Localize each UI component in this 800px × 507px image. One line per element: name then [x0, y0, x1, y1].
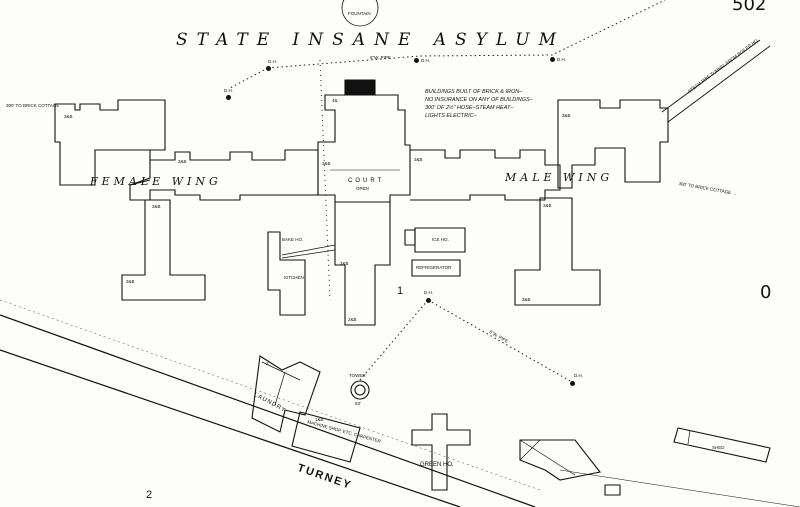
female-wing-label: FEMALE WING	[90, 175, 222, 188]
story-label: 2	[266, 361, 269, 366]
fountain-circle	[341, 0, 379, 27]
story-label: 3&B	[152, 204, 161, 209]
male-wing-link	[410, 149, 561, 201]
water-pipe-south	[427, 299, 573, 383]
story-label: 3&B	[522, 297, 531, 302]
refrigerator-building	[411, 259, 461, 277]
hydrant-label: D.H.	[574, 373, 583, 378]
laundry-building	[251, 355, 321, 433]
male-wing-lower	[514, 197, 601, 306]
story-label: 3&B	[126, 279, 135, 284]
bake-house-label: BAKE HO.	[282, 237, 304, 242]
hydrant-dot	[266, 66, 271, 71]
story-label: 2&B	[348, 317, 357, 322]
story-label: 3&B	[543, 203, 552, 208]
machine-shop-building	[291, 411, 361, 463]
map-title: STATE INSANE ASYLUM	[176, 30, 565, 50]
right-edge-label: 0	[760, 282, 772, 303]
hydrant-label: D.H.	[421, 58, 430, 63]
tower-label: TOWER	[349, 373, 366, 378]
hydrant-dot	[426, 298, 431, 303]
turney-street-lower	[0, 299, 541, 491]
ice-house-label: ICE HO.	[432, 237, 449, 242]
fountain-label: FOUNTAIN	[348, 11, 371, 16]
hydrant-label: D.H.	[557, 57, 566, 62]
female-wing-end-building	[54, 99, 166, 186]
male-wing-end-building	[557, 99, 669, 189]
outbuilding-cluster	[519, 439, 601, 481]
kitchen-label: KITCHEN	[284, 275, 304, 280]
shed-label: SHED	[712, 445, 725, 450]
hydrant-dot	[570, 381, 575, 386]
greenhouse-building	[411, 413, 471, 491]
center-lower-building	[334, 201, 391, 326]
story-label: 3&B	[178, 159, 187, 164]
story-label: 3&B	[562, 113, 571, 118]
male-wing-label: MALE WING	[505, 171, 614, 184]
hydrant-dot	[550, 57, 555, 62]
construction-note: BUILDINGS BUILT OF BRICK & IRON– NO INSU…	[425, 89, 533, 119]
tower-height-label: 83'	[355, 401, 361, 406]
shed-building	[673, 427, 771, 463]
hydrant-label: D.H.	[224, 88, 233, 93]
page-number: 502	[732, 0, 767, 15]
hydrant-dot	[414, 58, 419, 63]
story-label: 3&B	[322, 161, 331, 166]
center-building	[317, 94, 411, 203]
hydrant-label: D.H.	[268, 59, 277, 64]
turney-street-edge	[0, 314, 536, 507]
brick-cottage-left-label: 300' TO BRICK COTTAGE	[6, 103, 60, 108]
water-pipe-north	[267, 0, 666, 69]
hydrant-dot	[226, 95, 231, 100]
story-label: 3&B	[64, 114, 73, 119]
female-wing-lower	[121, 199, 206, 301]
story-label: 4&	[332, 98, 338, 103]
pipe-label-north: 6"W. PIPE	[370, 55, 391, 60]
story-label: 3&B	[414, 157, 423, 162]
court-label: COURT	[348, 178, 385, 184]
kitchen-building	[267, 231, 306, 316]
steam-tunnel	[661, 39, 771, 123]
tower-circle	[350, 380, 370, 400]
block-number-bottom: 2	[146, 489, 153, 501]
block-number-center: 1	[397, 285, 404, 297]
greenhouse-label: GREEN HO.	[420, 462, 454, 468]
turney-street-upper	[0, 349, 461, 507]
court-sublabel: OPEN	[356, 186, 369, 191]
hydrant-label: D.H.	[424, 290, 433, 295]
refrigerator-label: REFRIGERATOR	[416, 265, 452, 270]
story-label: 3&B	[340, 261, 349, 266]
story-label: 1&B	[315, 417, 324, 422]
